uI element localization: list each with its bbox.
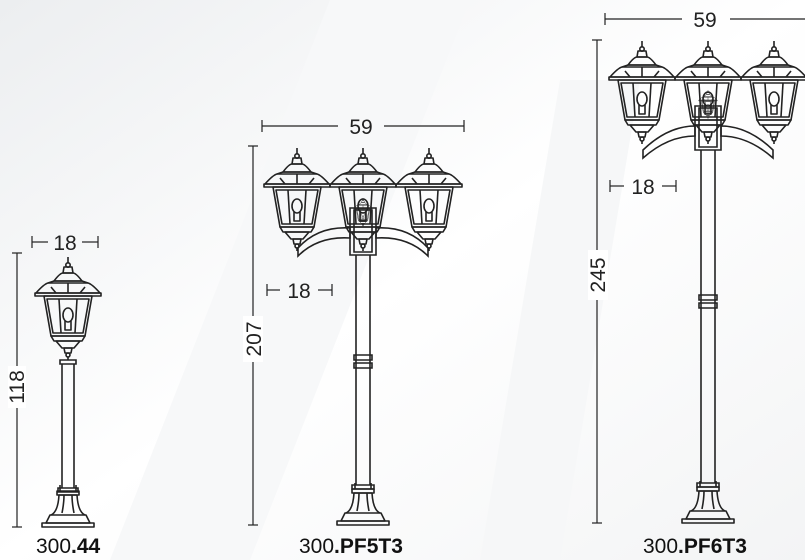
product-code-prefix: 300 xyxy=(36,535,72,558)
product-code-prefix: 300 xyxy=(643,535,679,558)
height-label: 118 xyxy=(6,370,29,403)
background-light-streak xyxy=(110,0,470,560)
lantern-width-label: 18 xyxy=(287,280,310,303)
height-label: 207 xyxy=(243,321,266,356)
product-code-300-pf5t3: 300.PF5T3 xyxy=(299,535,403,559)
product-code-300-pf6t3: 300.PF6T3 xyxy=(643,535,747,559)
total-width-label: 59 xyxy=(349,116,372,139)
height-label-bg xyxy=(8,366,26,408)
lamp-300-pf5t3 xyxy=(263,147,463,526)
product-code-suffix: .PF6T3 xyxy=(678,535,747,558)
lantern-width-label: 18 xyxy=(53,232,76,255)
lantern-width-label: 18 xyxy=(631,176,654,199)
product-code-300-44: 300.44 xyxy=(36,535,100,559)
lamp-300-44 xyxy=(34,256,102,528)
height-label-bg xyxy=(243,316,263,362)
height-label-bg xyxy=(588,250,608,300)
product-code-suffix: .44 xyxy=(71,535,101,558)
product-code-prefix: 300 xyxy=(299,535,335,558)
lamp-300-pf6t3 xyxy=(608,40,805,524)
background-light-streak xyxy=(480,80,640,560)
height-label: 245 xyxy=(587,257,610,292)
total-width-label: 59 xyxy=(693,9,716,32)
product-code-suffix: .PF5T3 xyxy=(334,535,403,558)
